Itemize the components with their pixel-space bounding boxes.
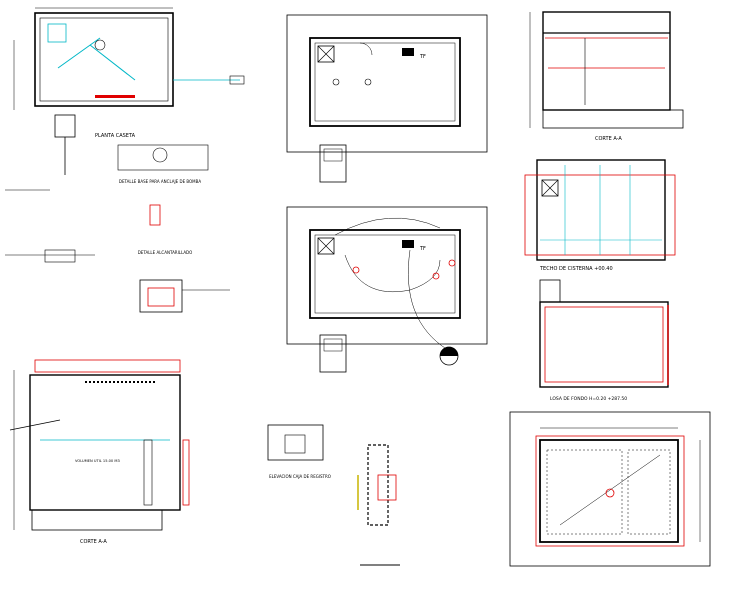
caseta-pump-box (47, 23, 67, 43)
elevacion-caja-title: ELEVACION CAJA DE REGISTRO (269, 474, 331, 479)
plan-lower-wiring-loop (344, 254, 441, 293)
detalle-base-frame (117, 144, 209, 171)
small-detail-left-box (44, 249, 76, 263)
cim-hatch-right (627, 449, 671, 535)
corte-right-base (542, 109, 684, 129)
techo-cisterna-title: TECHO DE CISTERNA +00.40 (539, 266, 613, 272)
muro-section (367, 444, 389, 526)
detalle-base-flange (152, 147, 168, 163)
plan-upper-fixture-1 (332, 78, 340, 86)
plan-lower-tf-box (402, 240, 414, 248)
plan-upper-small-box-inner (323, 148, 343, 162)
plan-upper-tf-label: TF (419, 54, 426, 60)
plan-upper-inner (314, 42, 456, 122)
detail-pump-base (54, 114, 76, 138)
planta-caseta-group: PLANTA CASETA (13, 7, 245, 139)
muro-red-fill (377, 474, 397, 501)
plan-lower-outlet-3 (448, 259, 456, 267)
cim-hatch-left (546, 449, 623, 535)
techo-outer (536, 159, 666, 261)
plan-upper-wall (309, 37, 461, 127)
losa-fondo-group: LOSA DE FONDO H=0.20 +287.50 (539, 279, 669, 402)
middle-plan-lower-group: TF (286, 206, 488, 373)
plan-upper-small-box (319, 144, 347, 183)
plan-lower-outlet-1 (352, 266, 360, 274)
corte-left-ladder (143, 439, 153, 506)
corte-left-title: CORTE A-A (80, 539, 107, 545)
registro-box-red (147, 287, 175, 307)
detalle-base-title: DETALLE BASE PARA ANCLAJE DE BOMBA (119, 179, 202, 184)
plan-lower-outlet-2 (432, 272, 440, 280)
corte-left-red-side (182, 439, 190, 506)
plan-upper-fixture-2 (364, 78, 372, 86)
plan-lower-wiring-arc (334, 217, 441, 236)
caseta-pipe-diagonal-2 (89, 44, 136, 81)
plan-lower-small-box (319, 334, 347, 373)
plan-lower-meter-half (440, 347, 458, 356)
techo-manhole (541, 179, 559, 197)
cimentacion-group (509, 411, 711, 567)
elevacion-caja-box (267, 424, 324, 461)
plan-lower-wall (309, 229, 461, 319)
caseta-pipe-diagonal (57, 37, 101, 69)
techo-cisterna-group: TECHO DE CISTERNA +00.40 (524, 159, 676, 272)
cim-red-frame (535, 435, 685, 547)
plan-lower-small-box-inner (323, 338, 343, 352)
losa-corner-col (539, 279, 561, 303)
cim-outer (509, 411, 711, 567)
corte-right-group: CORTE A-A (529, 11, 684, 142)
caseta-meter-box (229, 75, 245, 85)
caseta-valve (94, 39, 106, 51)
planta-caseta-title: PLANTA CASETA (95, 133, 136, 139)
volumen-label: VOLUMEN UTIL 15.00 M3 (75, 459, 120, 463)
corte-right-title: CORTE A-A (595, 136, 622, 142)
cim-diagonal (559, 454, 661, 526)
corte-left-pipe (9, 419, 61, 431)
caseta-outer-wall (34, 12, 174, 107)
caseta-inner-wall (39, 17, 169, 102)
middle-bottom-group: ELEVACION CAJA DE REGISTRO (267, 424, 400, 566)
registro-box-outer (139, 279, 183, 313)
corte-left-red-frame (34, 359, 181, 373)
losa-red-frame (544, 306, 664, 383)
techo-manhole-x2 (541, 179, 559, 197)
plan-upper-door-swing (359, 42, 373, 56)
plan-upper-tank (317, 45, 335, 63)
cim-center-mark (605, 488, 615, 498)
corte-left-group: VOLUMEN UTIL 15.00 M3 CORTE A-A (9, 359, 190, 545)
plan-lower-outer (286, 206, 488, 345)
caseta-detail-group: DETALLE BASE PARA ANCLAJE DE BOMBA DETAL… (5, 114, 230, 313)
plan-lower-tank-x2 (317, 237, 335, 255)
plan-lower-tank (317, 237, 335, 255)
plan-lower-tf-label: TF (419, 246, 426, 252)
plan-upper-tank-x2 (317, 45, 335, 63)
elevacion-caja-inner (284, 434, 306, 454)
middle-plan-upper-group: TF (286, 14, 488, 183)
detalle-alcantarillado-title: DETALLE ALCANTARILLADO (138, 250, 193, 255)
plan-upper-tf-box (402, 48, 414, 56)
corte-right-outer (542, 11, 671, 111)
plan-lower-wiring-down (408, 249, 449, 351)
losa-fondo-title: LOSA DE FONDO H=0.20 +287.50 (550, 396, 627, 402)
corte-left-outer (29, 374, 181, 511)
caseta-red-marker (95, 95, 135, 98)
plan-upper-outer (286, 14, 488, 153)
plan-lower-inner (314, 234, 456, 314)
cim-wall (539, 439, 679, 543)
detail-red-post (149, 204, 161, 226)
corte-left-base (31, 509, 163, 531)
losa-outer (539, 301, 669, 388)
